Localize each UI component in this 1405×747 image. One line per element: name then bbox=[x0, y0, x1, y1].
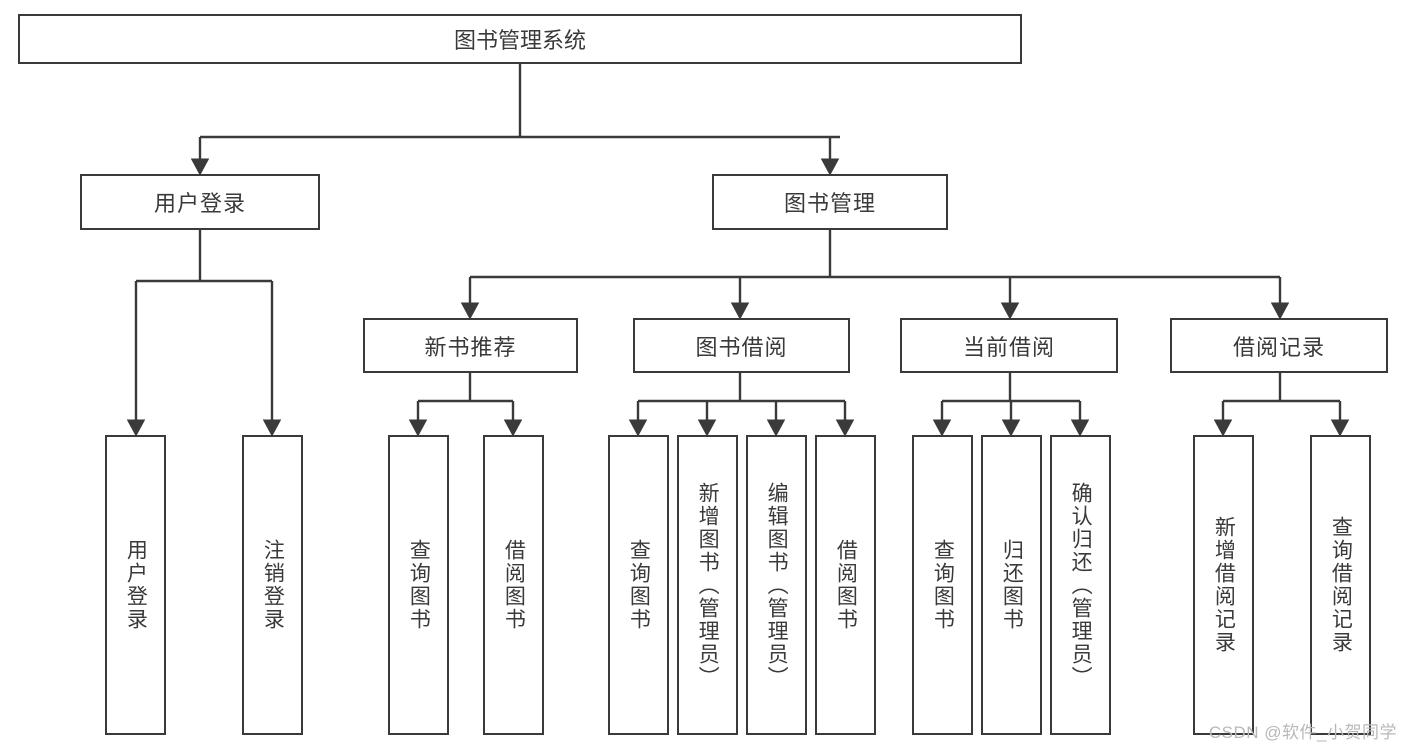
node-label: 当前借阅 bbox=[962, 334, 1055, 360]
node-root-book-management-system[interactable]: 图书管理系统 bbox=[18, 14, 1022, 64]
node-user-login[interactable]: 用户登录 bbox=[80, 174, 320, 230]
leaf-borrow-book-new[interactable]: 借阅图书 bbox=[483, 435, 544, 735]
leaf-borrow-book[interactable]: 借阅图书 bbox=[815, 435, 876, 735]
leaf-label: 注销登录 bbox=[261, 539, 285, 631]
leaf-edit-book-admin[interactable]: 编辑图书（管理员） bbox=[746, 435, 807, 735]
leaf-query-book-new[interactable]: 查询图书 bbox=[388, 435, 449, 735]
node-book-management[interactable]: 图书管理 bbox=[712, 174, 948, 230]
leaf-logout[interactable]: 注销登录 bbox=[242, 435, 303, 735]
leaf-label: 编辑图书（管理员） bbox=[765, 481, 789, 689]
leaf-label: 查询图书 bbox=[627, 539, 651, 631]
leaf-label: 借阅图书 bbox=[834, 539, 858, 631]
leaf-label: 查询图书 bbox=[407, 539, 431, 631]
node-label: 用户登录 bbox=[153, 191, 246, 216]
watermark-text: CSDN @软件_小贺同学 bbox=[1208, 723, 1397, 742]
node-label: 借阅记录 bbox=[1232, 334, 1325, 360]
leaf-query-book-borrow[interactable]: 查询图书 bbox=[608, 435, 669, 735]
node-borrow-record[interactable]: 借阅记录 bbox=[1170, 318, 1388, 373]
node-book-borrow[interactable]: 图书借阅 bbox=[633, 318, 850, 373]
node-label: 图书管理 bbox=[783, 191, 876, 216]
node-current-borrow[interactable]: 当前借阅 bbox=[900, 318, 1118, 373]
leaf-user-login[interactable]: 用户登录 bbox=[105, 435, 166, 735]
leaf-query-borrow-record[interactable]: 查询借阅记录 bbox=[1310, 435, 1371, 735]
leaf-label: 新增图书（管理员） bbox=[696, 481, 720, 689]
leaf-add-book-admin[interactable]: 新增图书（管理员） bbox=[677, 435, 738, 735]
leaf-return-book[interactable]: 归还图书 bbox=[981, 435, 1042, 735]
node-label: 图书管理系统 bbox=[453, 28, 586, 53]
leaf-label: 确认归还（管理员） bbox=[1069, 481, 1093, 689]
leaf-label: 查询图书 bbox=[931, 539, 955, 631]
leaf-query-book-current[interactable]: 查询图书 bbox=[912, 435, 973, 735]
leaf-label: 新增借阅记录 bbox=[1212, 516, 1236, 654]
node-label: 新书推荐 bbox=[424, 334, 517, 360]
leaf-label: 借阅图书 bbox=[502, 539, 526, 631]
leaf-add-borrow-record[interactable]: 新增借阅记录 bbox=[1193, 435, 1254, 735]
leaf-label: 查询借阅记录 bbox=[1329, 516, 1353, 654]
node-label: 图书借阅 bbox=[695, 334, 788, 360]
leaf-label: 用户登录 bbox=[124, 539, 148, 631]
leaf-confirm-return-admin[interactable]: 确认归还（管理员） bbox=[1050, 435, 1111, 735]
node-new-book-recommend[interactable]: 新书推荐 bbox=[363, 318, 578, 373]
leaf-label: 归还图书 bbox=[1000, 539, 1024, 631]
